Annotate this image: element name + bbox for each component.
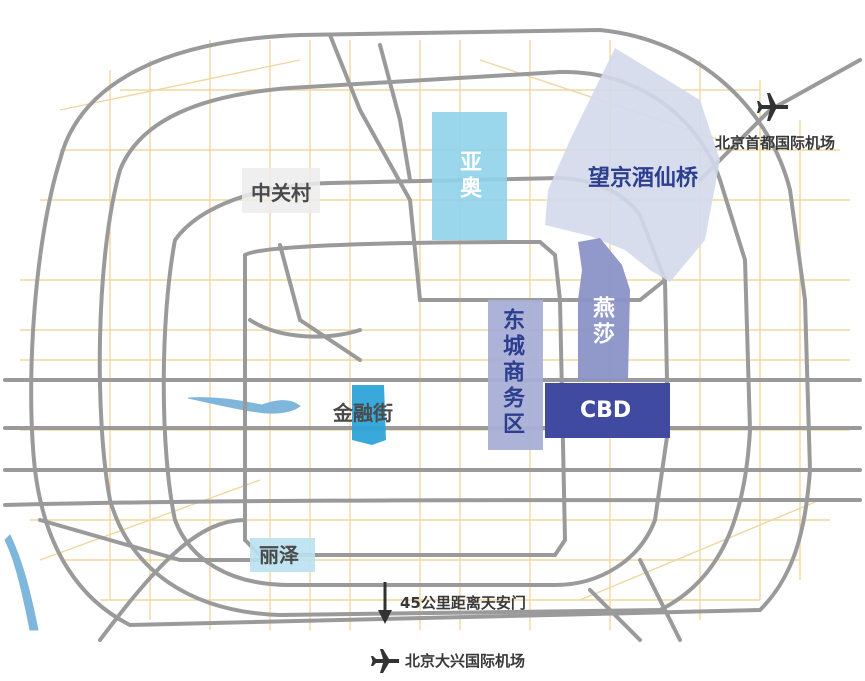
label-yansha: 燕莎 (589, 296, 614, 348)
area-dongcheng[interactable] (488, 300, 543, 450)
area-wangjing[interactable] (545, 48, 720, 282)
district-overlays (242, 48, 720, 572)
area-jinrongjie[interactable] (352, 385, 386, 445)
label-zhongguancun: 中关村 (251, 181, 311, 205)
label-jinrongjie: 金融街 (333, 401, 393, 425)
area-zhongguancun[interactable] (242, 168, 320, 213)
airplane-icon-daxing (371, 649, 399, 673)
ring-roads (3, 27, 862, 642)
label-wangjing: 望京酒仙桥 (588, 166, 699, 191)
area-lize[interactable] (250, 538, 315, 572)
label-yaao: 亚奥 (456, 150, 481, 202)
area-cbd[interactable] (545, 383, 670, 438)
area-yansha[interactable] (578, 238, 630, 380)
water-bodies (4, 397, 301, 631)
label-daxing-airport: 北京大兴国际机场 (405, 652, 526, 670)
arrow-down-icon (378, 582, 392, 624)
label-dongcheng: 东城商务区 (499, 308, 524, 438)
label-capital-airport: 北京首都国际机场 (715, 134, 836, 152)
label-lize: 丽泽 (259, 543, 299, 567)
label-distance-note: 45公里距离天安门 (400, 594, 526, 612)
area-yaao[interactable] (432, 112, 507, 240)
label-cbd: CBD (580, 398, 632, 423)
airplane-icon-capital (757, 93, 788, 121)
